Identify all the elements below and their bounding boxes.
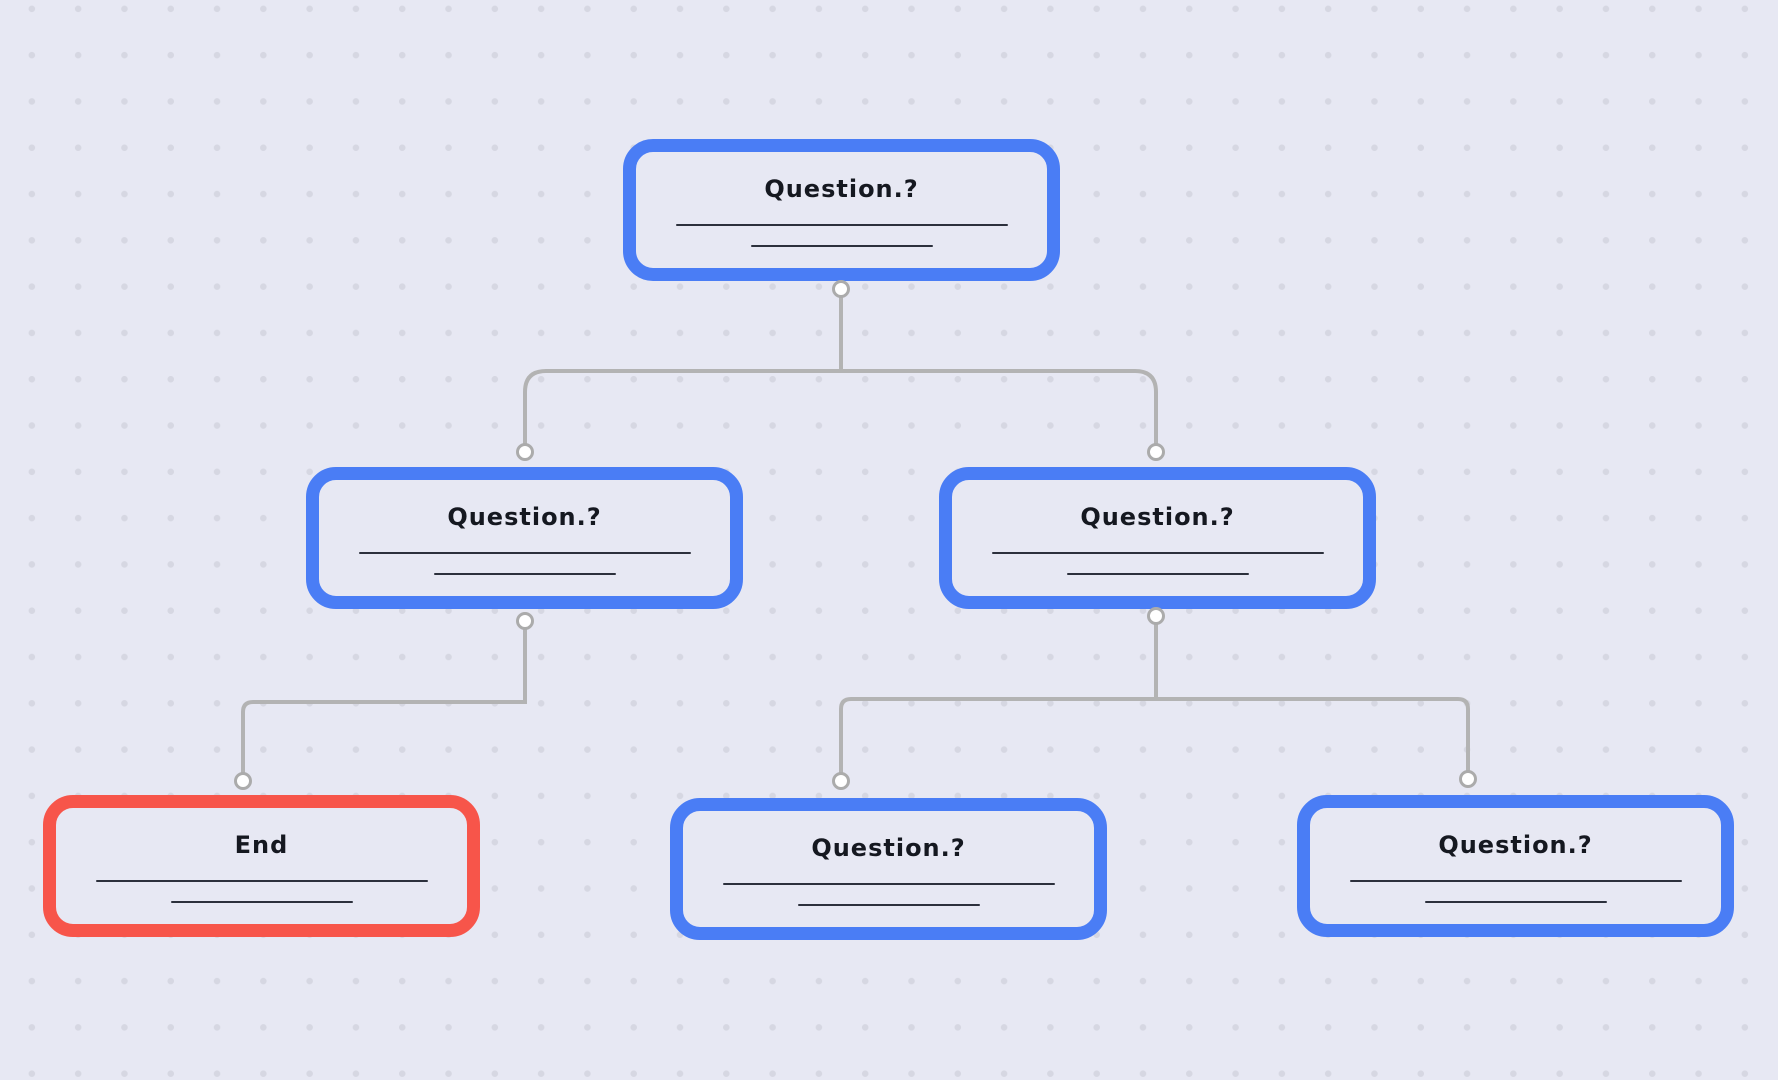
node-root-label: Question.?: [764, 175, 919, 203]
node-bottom-right[interactable]: Question.?: [1297, 795, 1734, 937]
node-right-underline: [991, 552, 1324, 554]
node-root-underline-short: [750, 245, 933, 247]
node-right-label: Question.?: [1080, 503, 1235, 531]
node-bottom-middle-label: Question.?: [811, 834, 966, 862]
node-end-underline: [95, 880, 428, 882]
node-bottom-right-label: Question.?: [1438, 831, 1593, 859]
node-right[interactable]: Question.?: [939, 467, 1376, 609]
port-left-bottom[interactable]: [516, 612, 534, 630]
connector-root-to-left: [523, 289, 843, 452]
node-bottom-middle-underline: [722, 883, 1055, 885]
connector-right-to-bottom-middle: [839, 616, 1158, 781]
port-bottom-right-top[interactable]: [1459, 770, 1477, 788]
node-bottom-right-underline-short: [1424, 901, 1607, 903]
node-right-underline-short: [1066, 573, 1249, 575]
connector-right-to-bottom-right: [1156, 697, 1470, 779]
node-left[interactable]: Question.?: [306, 467, 743, 609]
node-left-label: Question.?: [447, 503, 602, 531]
port-root-bottom[interactable]: [832, 280, 850, 298]
node-root[interactable]: Question.?: [623, 139, 1060, 281]
node-bottom-middle[interactable]: Question.?: [670, 798, 1107, 940]
connector-root-to-right: [841, 369, 1158, 452]
node-bottom-middle-underline-short: [797, 904, 980, 906]
connector-left-to-end: [241, 621, 527, 781]
node-root-underline: [675, 224, 1008, 226]
port-bottom-middle-top[interactable]: [832, 772, 850, 790]
node-left-underline-short: [433, 573, 616, 575]
node-bottom-right-underline: [1349, 880, 1682, 882]
port-end-top[interactable]: [234, 772, 252, 790]
port-left-top[interactable]: [516, 443, 534, 461]
port-right-bottom[interactable]: [1147, 607, 1165, 625]
port-right-top[interactable]: [1147, 443, 1165, 461]
node-end-label: End: [234, 831, 289, 859]
node-end-underline-short: [170, 901, 353, 903]
node-left-underline: [358, 552, 691, 554]
node-end[interactable]: End: [43, 795, 480, 937]
